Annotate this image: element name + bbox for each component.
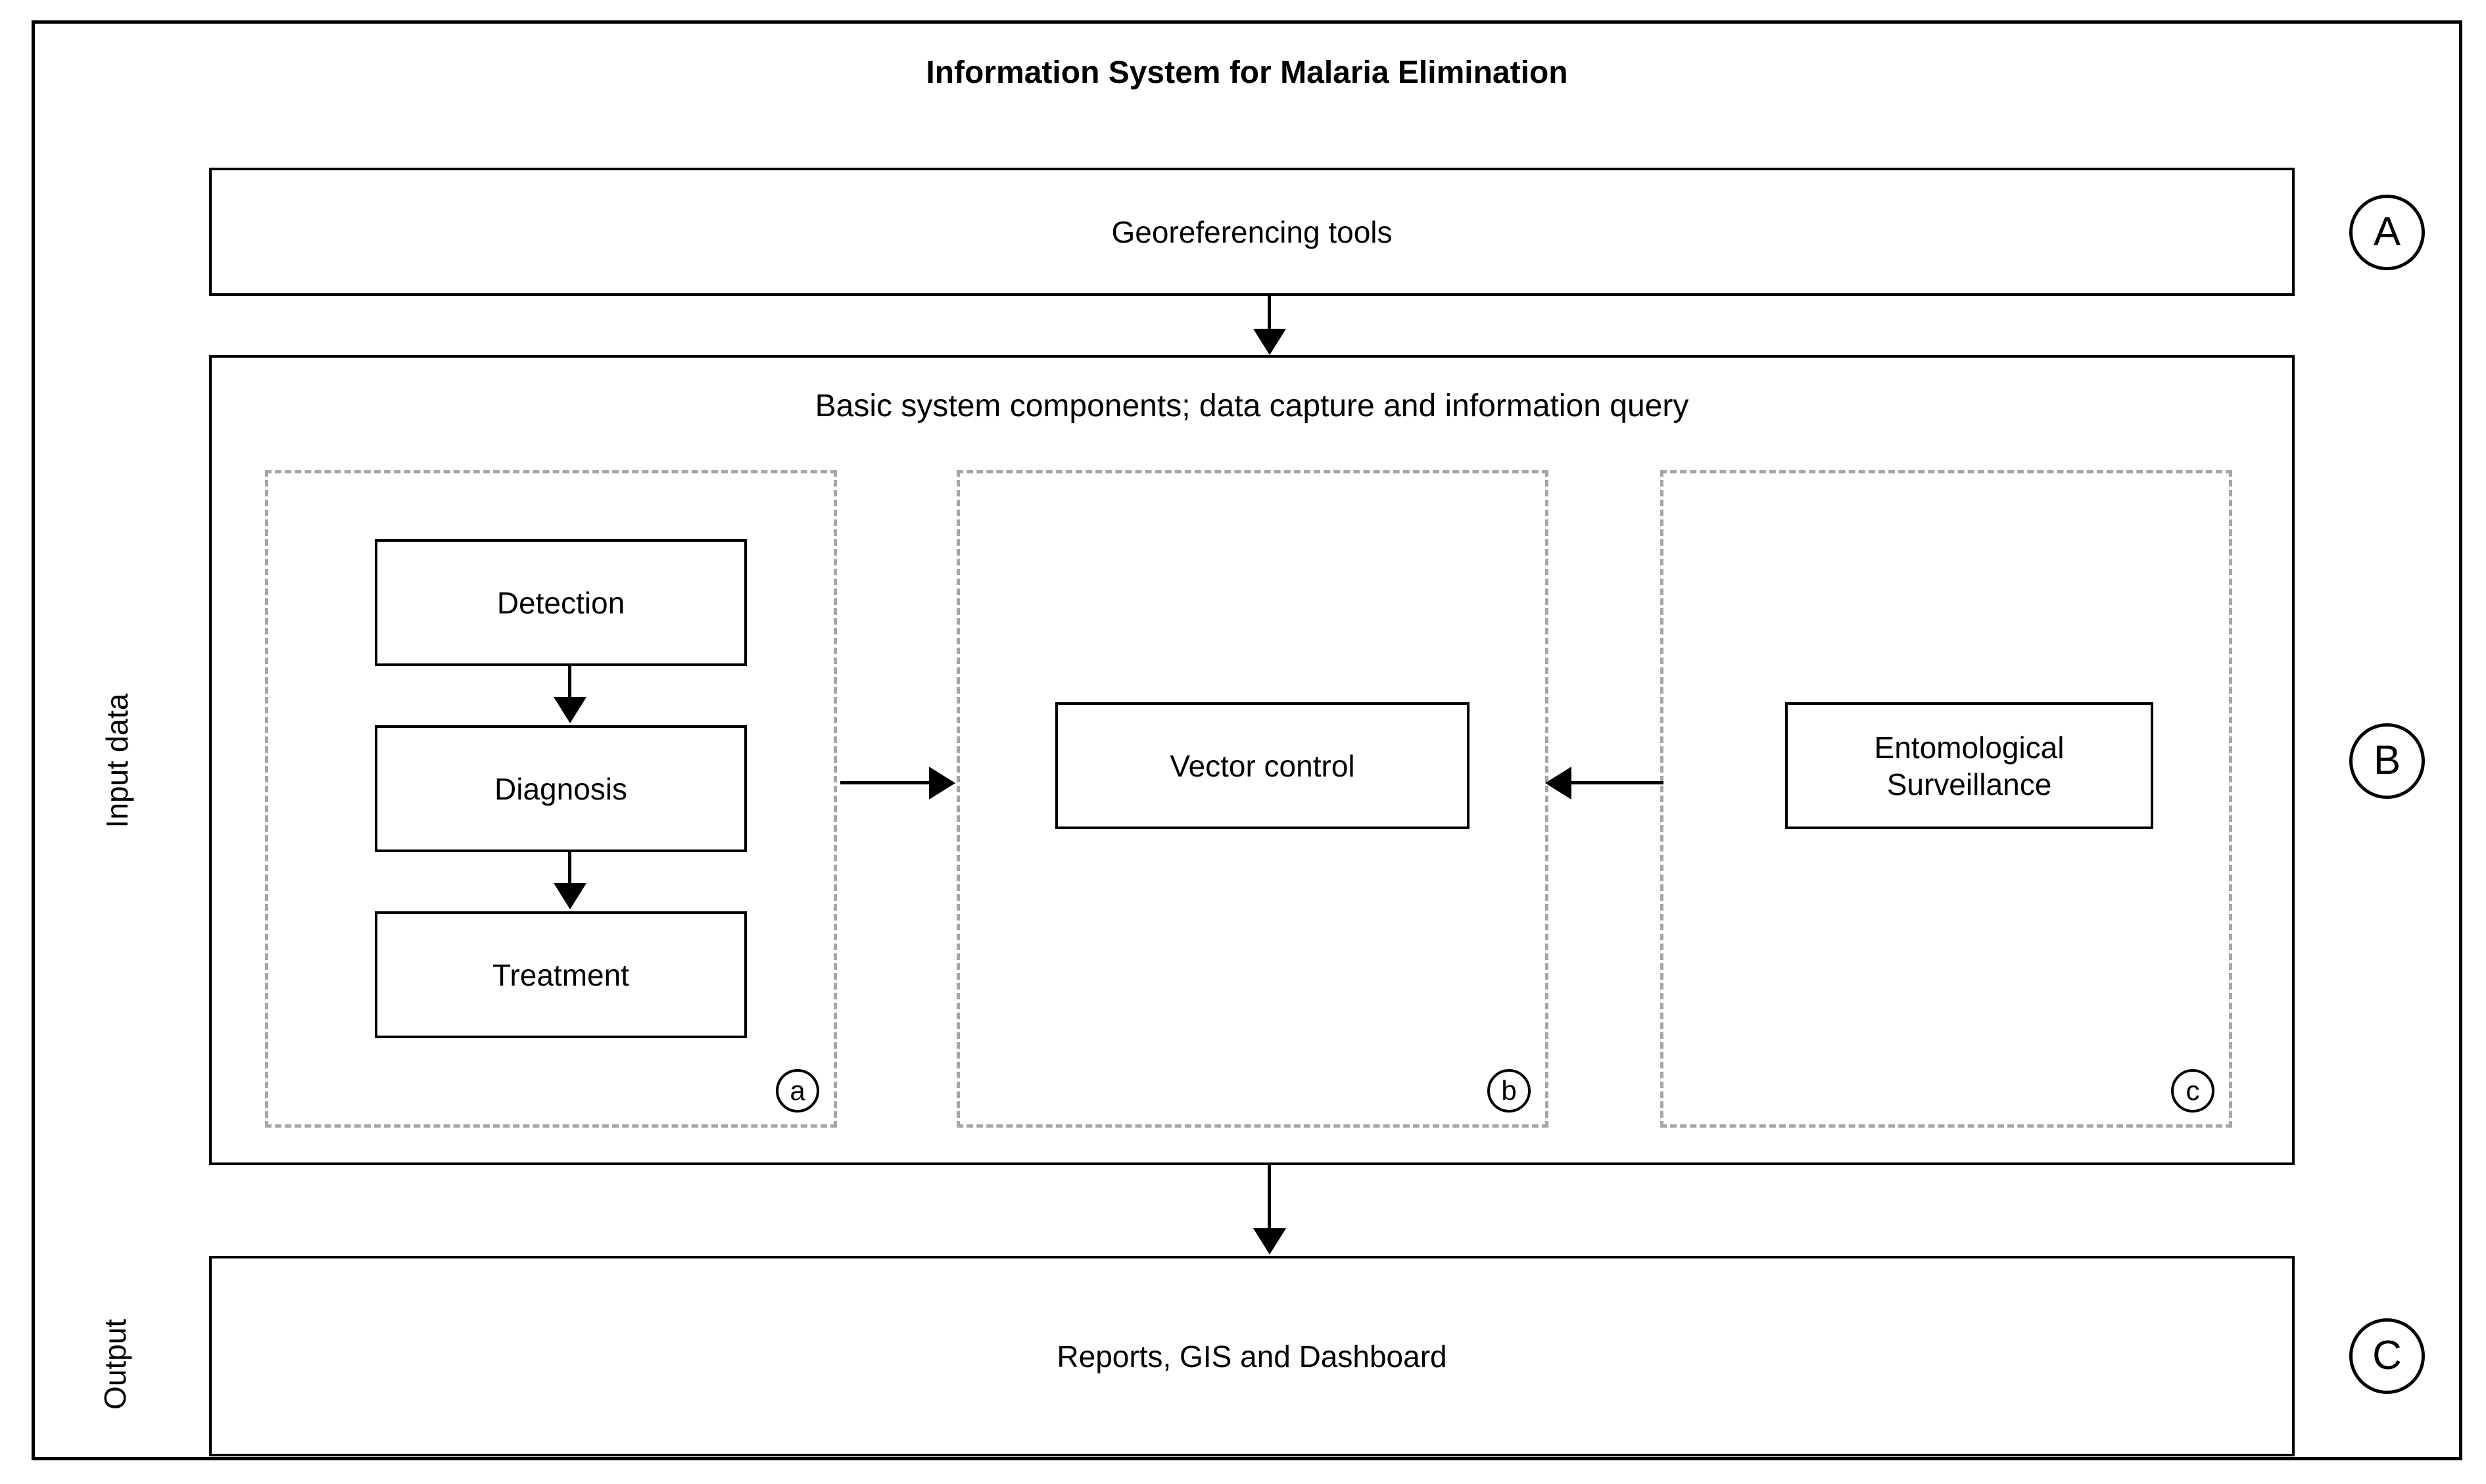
panel-c-entomological: c xyxy=(1660,470,2232,1128)
input-data-side-label: Input data xyxy=(100,693,134,828)
arrow-panel-a-to-panel-b-head xyxy=(929,767,955,800)
arrow-panel-c-to-panel-b-line xyxy=(1571,781,1663,784)
diagnosis-box: Diagnosis xyxy=(375,725,747,852)
arrow-georeferencing-to-components-line xyxy=(1268,296,1271,330)
vector-control-box: Vector control xyxy=(1055,702,1470,829)
section-tag-a: A xyxy=(2349,195,2425,270)
treatment-label: Treatment xyxy=(492,957,629,992)
arrow-panel-a-to-panel-b-line xyxy=(840,781,932,784)
arrow-diagnosis-to-treatment-line xyxy=(568,852,571,885)
panel-a-case-management: a xyxy=(265,470,837,1128)
detection-box: Detection xyxy=(375,539,747,666)
section-tag-b: B xyxy=(2349,723,2425,799)
output-label: Reports, GIS and Dashboard xyxy=(1057,1339,1447,1374)
vector-control-label: Vector control xyxy=(1170,748,1355,783)
georeferencing-tools-box: Georeferencing tools xyxy=(209,168,2295,296)
entomological-surveillance-box: Entomological Surveillance xyxy=(1785,702,2153,829)
basic-system-components-heading: Basic system components; data capture an… xyxy=(815,389,1689,423)
page-title: Information System for Malaria Eliminati… xyxy=(926,55,1568,90)
section-tag-c: C xyxy=(2349,1318,2425,1394)
entomological-surveillance-label: Entomological Surveillance xyxy=(1788,729,2151,802)
detection-label: Detection xyxy=(496,585,625,620)
arrow-detection-to-diagnosis-head xyxy=(554,697,586,723)
arrow-panel-c-to-panel-b-head xyxy=(1545,767,1571,800)
arrow-diagnosis-to-treatment-head xyxy=(554,883,586,909)
output-side-label: Output xyxy=(98,1318,132,1410)
arrow-georeferencing-to-components-head xyxy=(1253,329,1286,355)
entomological-surveillance-line-2: Surveillance xyxy=(1886,767,2052,802)
panel-tag-b: b xyxy=(1487,1069,1531,1113)
arrow-detection-to-diagnosis-line xyxy=(568,666,571,699)
treatment-box: Treatment xyxy=(375,911,747,1038)
georeferencing-tools-label: Georeferencing tools xyxy=(1111,214,1393,249)
output-box: Reports, GIS and Dashboard xyxy=(209,1256,2295,1456)
panel-tag-c: c xyxy=(2171,1069,2214,1113)
panel-tag-a: a xyxy=(776,1069,819,1113)
arrow-components-to-output-head xyxy=(1253,1228,1286,1255)
arrow-components-to-output-line xyxy=(1268,1165,1271,1230)
entomological-surveillance-line-1: Entomological xyxy=(1874,730,2065,765)
diagnosis-label: Diagnosis xyxy=(494,771,627,806)
